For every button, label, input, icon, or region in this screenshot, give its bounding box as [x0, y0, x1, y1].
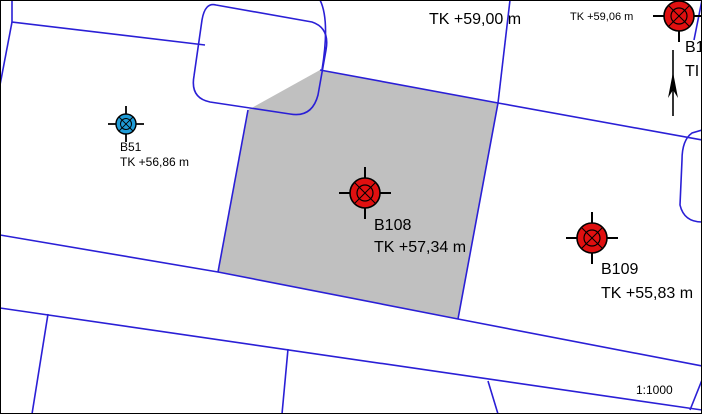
borehole-top-right-name: B1: [685, 39, 702, 56]
parcel-line: [497, 102, 702, 141]
parcel-line: [487, 380, 499, 414]
parcel-line: [217, 109, 249, 273]
elevation-label-top-right: TK +59,06 m: [570, 11, 633, 23]
borehole-B51-name: B51: [120, 140, 142, 154]
borehole-B51-elevation: TK +56,86 m: [120, 155, 189, 169]
parcel-line: [693, 0, 702, 41]
road-edge-upper: [0, 234, 702, 367]
parcel-line: [0, 21, 13, 86]
parcel-line: [11, 0, 206, 46]
parcel-line: [31, 313, 49, 414]
borehole-top-right-elevation: TI: [685, 63, 699, 80]
scale-label: 1:1000: [636, 383, 673, 397]
borehole-B109-name: B109: [601, 261, 638, 278]
road-edge-lower: [0, 307, 702, 411]
parcel-line: [281, 348, 289, 414]
borehole-B109[interactable]: [566, 212, 618, 264]
borehole-B109-elevation: TK +55,83 m: [601, 285, 693, 302]
parcel-line: [319, 0, 327, 71]
building-outline: [679, 129, 702, 223]
borehole-B108-elevation: TK +57,34 m: [374, 239, 466, 256]
borehole-B51[interactable]: [108, 106, 144, 142]
borehole-top-right[interactable]: [653, 0, 702, 42]
parcel-line: [689, 379, 702, 411]
parcel-line: [497, 0, 511, 104]
north-arrow-icon: [668, 50, 678, 116]
borehole-B108[interactable]: [339, 167, 391, 219]
borehole-B108-name: B108: [374, 217, 411, 234]
elevation-label-top-center: TK +59,00 m: [429, 11, 521, 28]
